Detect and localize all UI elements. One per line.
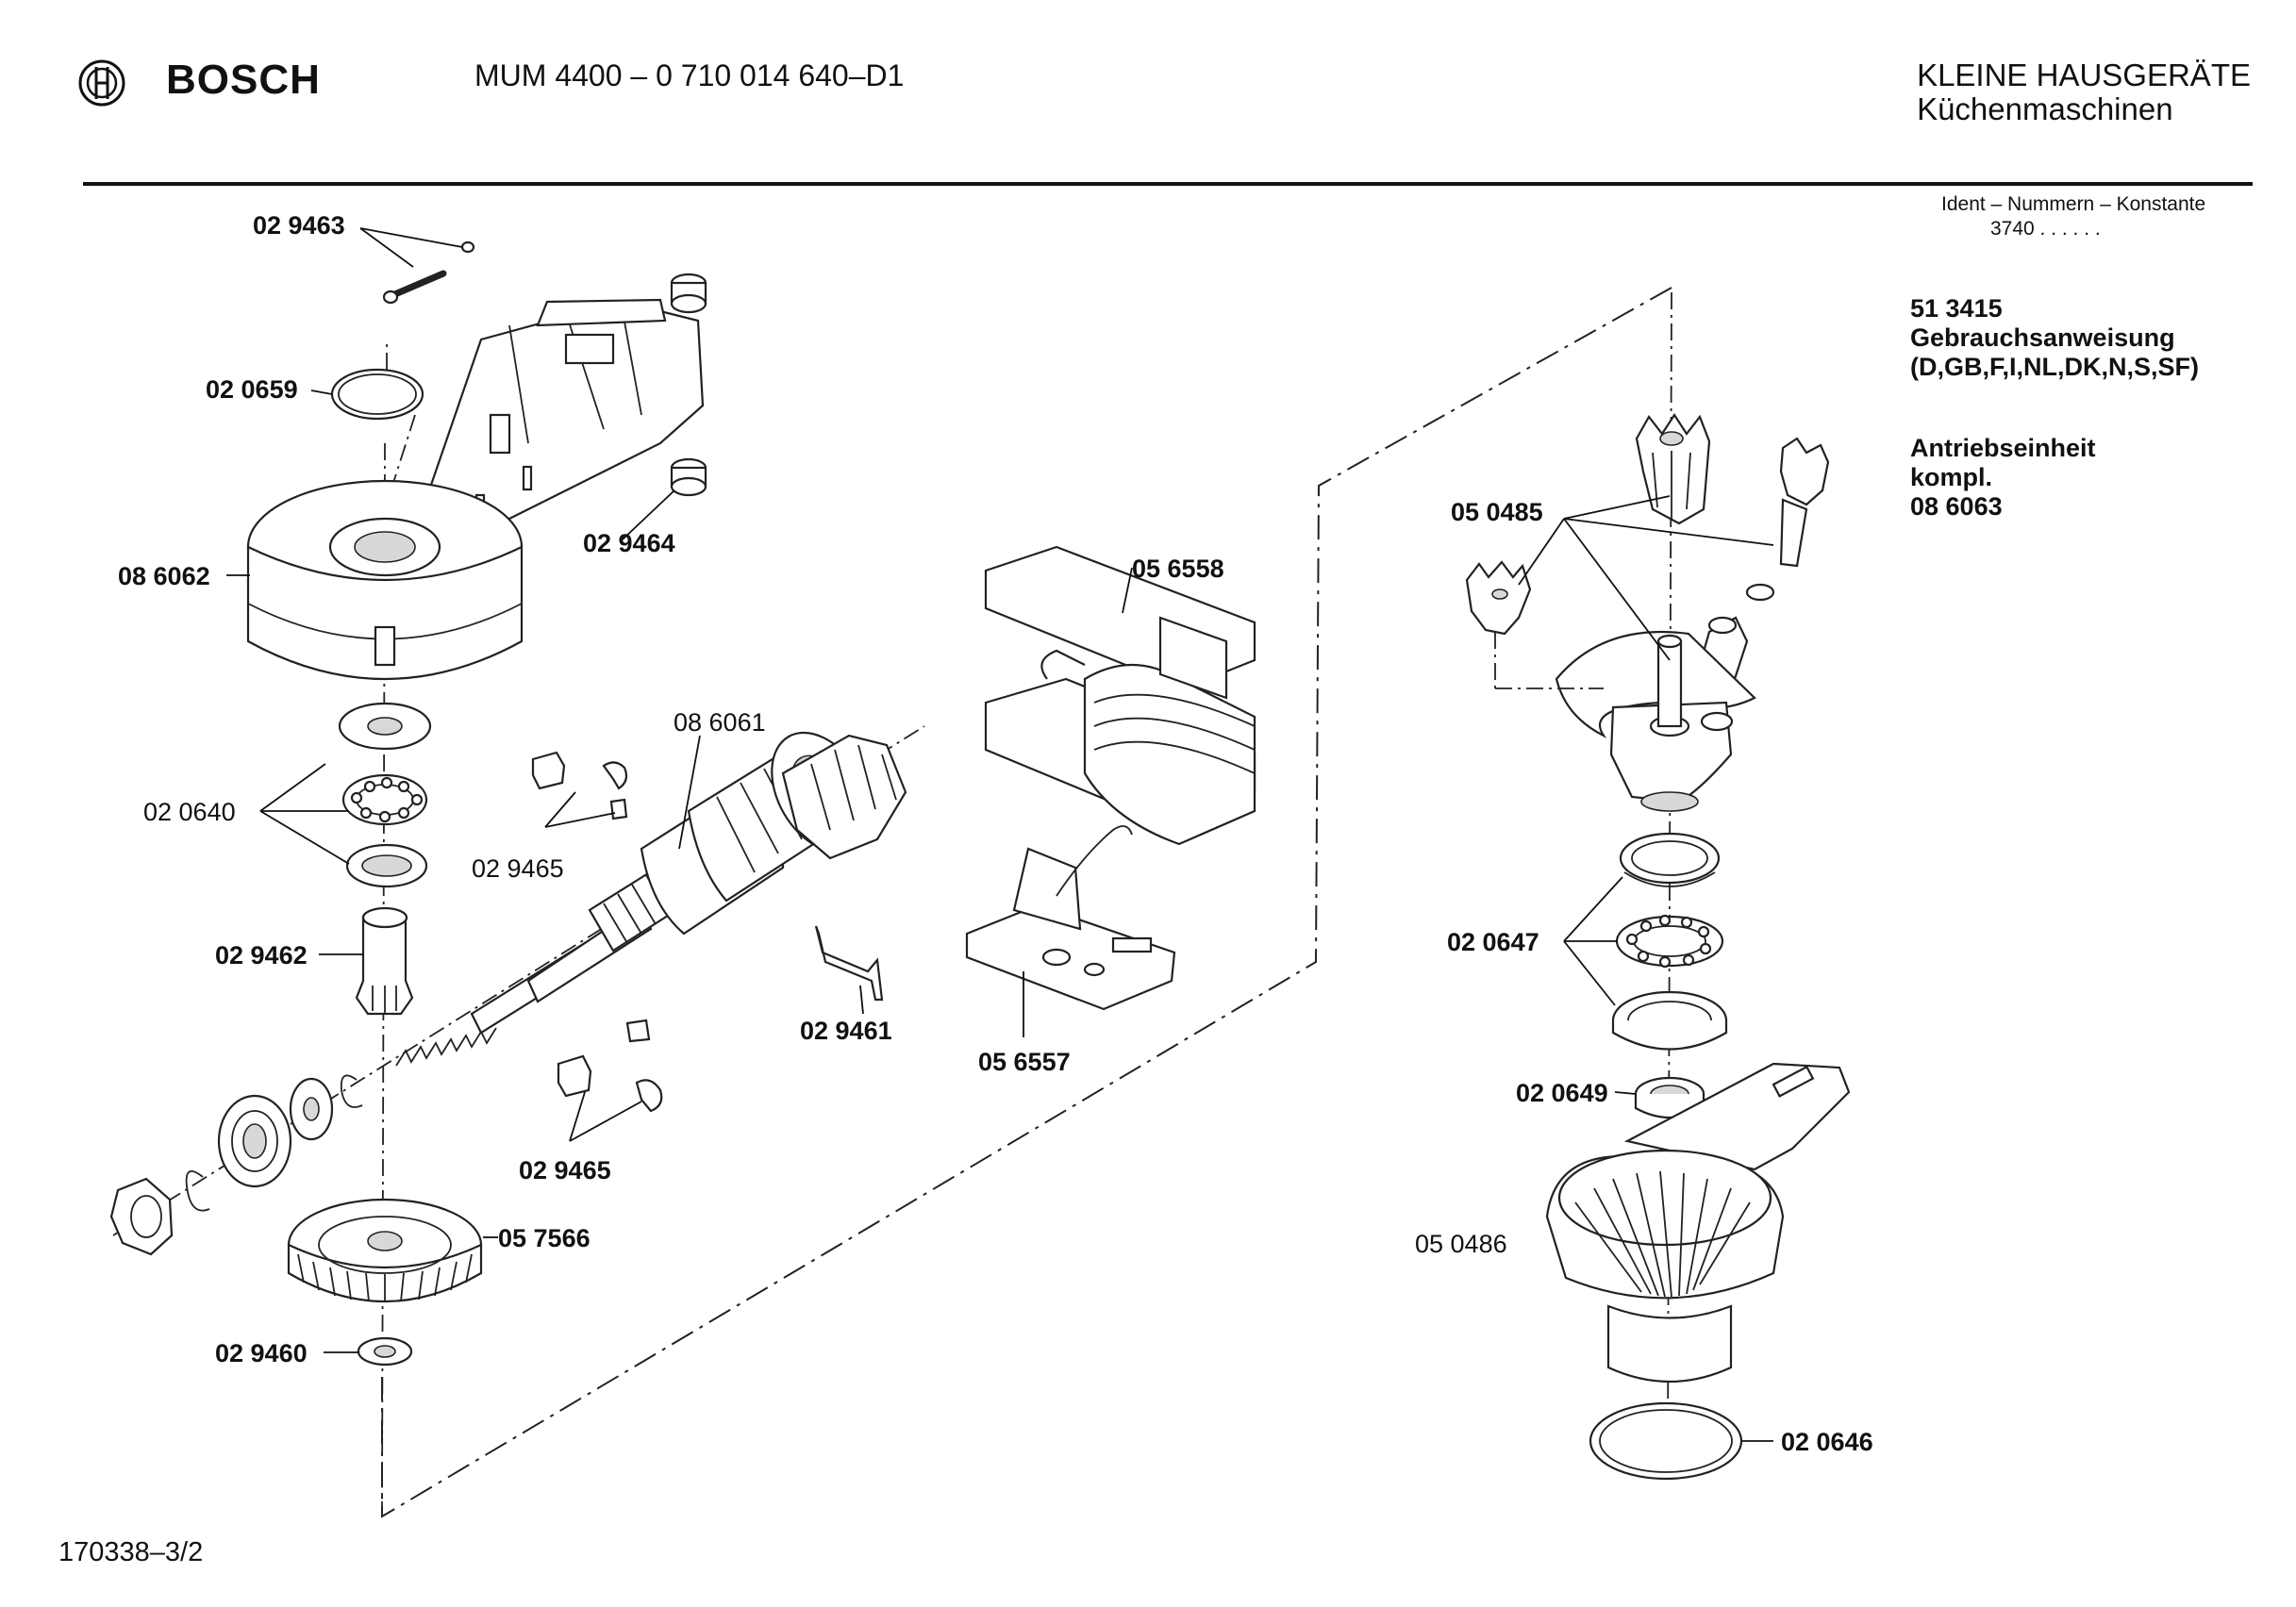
brand-name: BOSCH	[166, 57, 321, 103]
label-020646: 02 0646	[1781, 1428, 1873, 1456]
manual-number: 51 3415	[1910, 294, 2003, 323]
model-number: MUM 4400 – 0 710 014 640–D1	[474, 58, 905, 92]
label-056558: 05 6558	[1132, 555, 1224, 583]
part-gear-050485-left	[1465, 560, 1532, 636]
part-bracket-029461	[814, 925, 884, 1002]
label-020640: 02 0640	[143, 798, 236, 826]
ident-block: Ident – Nummern – Konstante 3740 . . . .…	[1941, 192, 2205, 241]
part-pin-029463	[382, 240, 475, 305]
drive-unit-title: Antriebseinheit	[1910, 434, 2096, 462]
part-circlip-left	[185, 1170, 210, 1212]
part-washer-left	[289, 1077, 334, 1141]
part-gear-050485-top	[1635, 412, 1711, 525]
label-029465-bottom: 02 9465	[519, 1156, 611, 1185]
part-circlip-right	[340, 1074, 363, 1108]
label-056557: 05 6557	[978, 1048, 1071, 1076]
label-029462: 02 9462	[215, 941, 308, 969]
manual-languages: (D,GB,F,I,NL,DK,N,S,SF)	[1910, 353, 2199, 381]
part-foot-029464-top	[670, 273, 707, 314]
header-divider	[83, 182, 2253, 186]
module-boundary	[381, 287, 1672, 1518]
part-washer-020640-top	[338, 702, 432, 751]
label-029463: 02 9463	[253, 211, 345, 240]
label-020659: 02 0659	[206, 375, 298, 404]
part-seal-ring-020646	[1589, 1401, 1743, 1481]
part-bearing-020640	[341, 773, 428, 826]
label-020649: 02 0649	[1516, 1079, 1608, 1107]
ident-constant: 3740 . . . . . .	[1990, 218, 2101, 240]
product-category: KLEINE HAUSGERÄTE Küchenmaschinen	[1917, 58, 2251, 126]
label-029461: 02 9461	[800, 1017, 892, 1045]
part-washer-029460	[357, 1336, 413, 1367]
part-field-coil-056558	[984, 545, 1256, 846]
part-cup-020647-top	[1619, 832, 1721, 887]
drive-unit-number: 08 6063	[1910, 492, 2003, 521]
label-029460: 02 9460	[215, 1339, 308, 1367]
manual-title: Gebrauchsanweisung	[1910, 323, 2175, 352]
part-bearing-020647	[1615, 914, 1724, 969]
part-nut-bottom-left	[109, 1177, 174, 1256]
part-foot-029464	[670, 457, 707, 497]
label-020647: 02 0647	[1447, 928, 1539, 956]
label-029465-top: 02 9465	[472, 854, 564, 883]
part-brush-029465-bottom	[557, 1019, 663, 1113]
part-ball-bearing-left	[217, 1094, 292, 1188]
label-029464: 02 9464	[583, 529, 675, 557]
part-cup-020647-bottom	[1611, 990, 1728, 1051]
part-housing-086062	[246, 298, 705, 681]
label-086061: 08 6061	[674, 708, 766, 737]
category-line-2: Küchenmaschinen	[1917, 91, 2173, 126]
part-washer-020640-bottom	[345, 843, 428, 888]
part-brush-029465-top	[531, 751, 628, 820]
part-oring-020659	[330, 368, 424, 421]
part-gear-housing-050486	[1545, 1062, 1851, 1383]
drawing-number: 170338–3/2	[58, 1537, 204, 1567]
drive-unit-sub: kompl.	[1910, 463, 1993, 491]
part-armature-086061	[395, 731, 907, 1067]
manual-info: 51 3415 Gebrauchsanweisung (D,GB,F,I,NL,…	[1910, 294, 2199, 382]
bosch-logo-icon	[78, 59, 125, 107]
part-planetary-carrier	[1555, 630, 1756, 812]
part-switch-plate-056557	[965, 825, 1176, 1011]
label-050485: 05 0485	[1451, 498, 1543, 526]
leader-lines	[226, 227, 1774, 1442]
part-gear-050485-right	[1745, 437, 1830, 602]
part-sleeve-029462	[355, 906, 414, 1016]
part-worm-gear-057566	[287, 1198, 483, 1303]
label-086062: 08 6062	[118, 562, 210, 590]
label-050486: 05 0486	[1415, 1230, 1507, 1258]
ident-title: Ident – Nummern – Konstante	[1941, 193, 2206, 215]
category-line-1: KLEINE HAUSGERÄTE	[1917, 58, 2251, 92]
drive-unit-info: Antriebseinheit kompl. 08 6063	[1910, 434, 2096, 522]
label-057566: 05 7566	[498, 1224, 591, 1252]
